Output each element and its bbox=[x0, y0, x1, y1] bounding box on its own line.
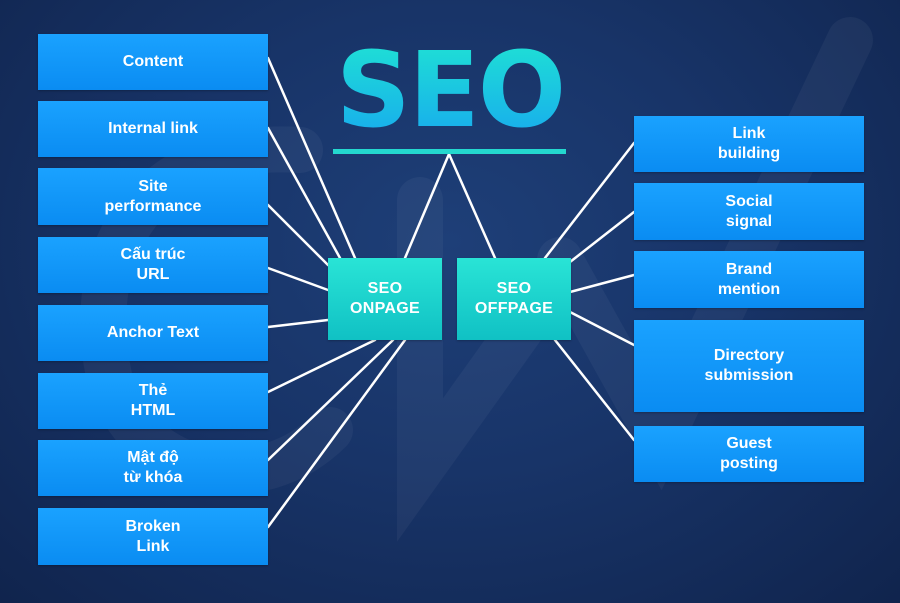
seo-onpage-box: SEO ONPAGE bbox=[328, 258, 442, 340]
connector-offpage-4 bbox=[568, 310, 636, 347]
connector-onpage-8 bbox=[266, 338, 407, 529]
offpage-item-link-building: Link building bbox=[634, 116, 864, 172]
offpage-item-brand-mention: Brand mention bbox=[634, 251, 864, 308]
offpage-item-directory-submission: Directory submission bbox=[634, 320, 864, 412]
connector-onpage-5 bbox=[266, 318, 330, 329]
seo-offpage-box: SEO OFFPAGE bbox=[457, 258, 571, 340]
onpage-item-site-performance: Site performance bbox=[38, 168, 268, 225]
onpage-item-url-structure: Cấu trúc URL bbox=[38, 237, 268, 293]
title-underline bbox=[333, 149, 566, 154]
connector-onpage-7 bbox=[266, 338, 395, 462]
connector-onpage-3 bbox=[266, 203, 330, 267]
offpage-item-social-signal: Social signal bbox=[634, 183, 864, 240]
connector-title-onpage bbox=[403, 152, 451, 260]
connector-onpage-2 bbox=[266, 126, 342, 260]
connector-offpage-1 bbox=[543, 141, 636, 260]
connector-title-offpage bbox=[447, 152, 497, 260]
connector-offpage-5 bbox=[553, 338, 636, 442]
connector-onpage-4 bbox=[266, 266, 330, 292]
onpage-item-broken-link: Broken Link bbox=[38, 508, 268, 565]
connector-offpage-3 bbox=[568, 273, 636, 294]
onpage-item-internal-link: Internal link bbox=[38, 101, 268, 157]
onpage-item-html-tags: Thẻ HTML bbox=[38, 373, 268, 429]
offpage-item-guest-posting: Guest posting bbox=[634, 426, 864, 482]
connector-onpage-6 bbox=[266, 338, 377, 394]
connector-offpage-2 bbox=[568, 210, 636, 264]
onpage-item-anchor-text: Anchor Text bbox=[38, 305, 268, 361]
seo-title: SEO bbox=[300, 30, 600, 150]
onpage-item-keyword-density: Mật độ từ khóa bbox=[38, 440, 268, 496]
connector-onpage-1 bbox=[266, 56, 357, 260]
onpage-item-content: Content bbox=[38, 34, 268, 90]
